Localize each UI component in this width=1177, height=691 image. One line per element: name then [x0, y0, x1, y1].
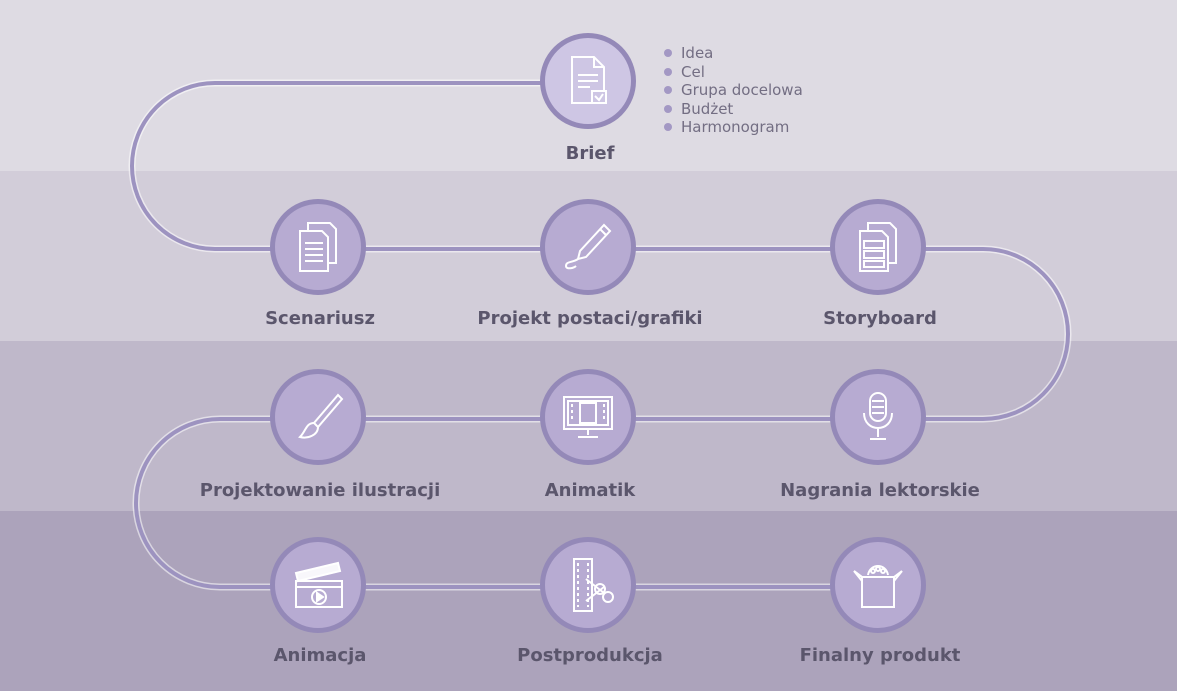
brief-point: Budżet	[663, 100, 803, 119]
documents-icon	[299, 222, 337, 272]
document-check-icon	[571, 56, 607, 104]
monitor-film-icon	[563, 396, 613, 438]
brief-point: Cel	[663, 63, 803, 82]
label-animatik: Animatik	[544, 480, 636, 501]
node-finalny	[830, 537, 926, 633]
node-storyboard	[830, 199, 926, 295]
label-finalny: Finalny produkt	[799, 645, 961, 666]
pencil-icon	[564, 223, 612, 270]
clapperboard-icon	[294, 561, 343, 608]
storyboard-icon	[859, 222, 897, 272]
label-scenariusz: Scenariusz	[265, 308, 375, 329]
brief-point: Grupa docelowa	[663, 81, 803, 100]
path-line-core	[130, 81, 1070, 589]
node-brief	[540, 33, 636, 129]
open-box-icon	[853, 565, 903, 608]
film-scissors-icon	[573, 558, 614, 612]
node-animacja	[270, 537, 366, 633]
node-animatik	[540, 369, 636, 465]
node-projekt	[540, 199, 636, 295]
label-projektowanie: Projektowanie ilustracji	[199, 480, 441, 501]
microphone-icon	[863, 392, 893, 440]
label-postprodukcja: Postprodukcja	[517, 645, 663, 666]
brief-point: Harmonogram	[663, 118, 803, 137]
paintbrush-icon	[298, 393, 344, 439]
node-postprodukcja	[540, 537, 636, 633]
label-animacja: Animacja	[273, 645, 367, 666]
node-projektowanie	[270, 369, 366, 465]
brief-points-list: Idea Cel Grupa docelowa Budżet Harmonogr…	[663, 44, 803, 137]
label-projekt: Projekt postaci/grafiki	[477, 308, 703, 329]
node-scenariusz	[270, 199, 366, 295]
label-brief: Brief	[565, 143, 615, 164]
brief-point: Idea	[663, 44, 803, 63]
node-nagrania	[830, 369, 926, 465]
label-storyboard: Storyboard	[823, 308, 937, 329]
label-nagrania: Nagrania lektorskie	[780, 480, 980, 501]
